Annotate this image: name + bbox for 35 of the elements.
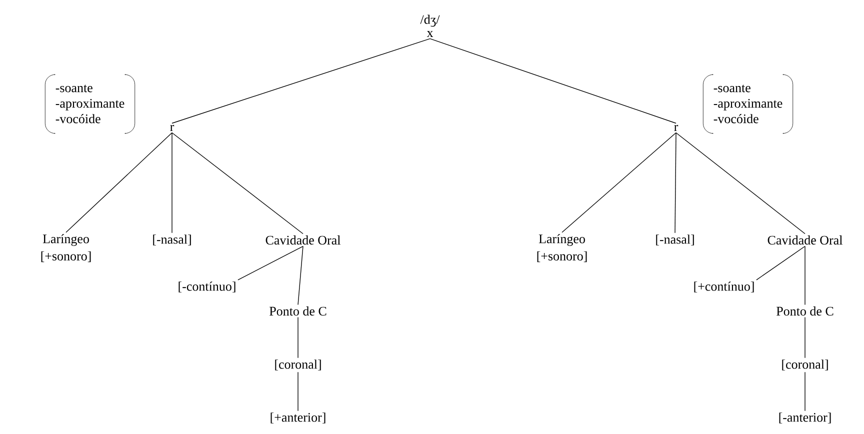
tree-node-label: r [674, 124, 678, 132]
tree-branch [804, 316, 806, 358]
phoneme-label: /dʒ/ [420, 14, 440, 27]
tree-branch [172, 38, 430, 124]
tree-branch [562, 132, 676, 233]
feature-label: [+sonoro] [537, 251, 587, 262]
tree-branch [804, 246, 806, 306]
tree-node-label: [-anterior] [779, 412, 831, 424]
tree-branch [430, 38, 676, 124]
tree-node-label: Laríngeo [42, 234, 89, 246]
tree-node-label: x [426, 31, 434, 37]
feature-matrix: -soante -aproximante -vocóide [44, 74, 136, 134]
tree-node-label: Cavidade Oral [266, 235, 340, 245]
tree-node-label: Ponto de C [776, 306, 834, 316]
tree-branch [676, 132, 806, 234]
tree-branch [172, 132, 304, 234]
tree-branch [66, 132, 172, 233]
feature-label: [+sonoro] [41, 251, 91, 262]
tree-branch [756, 246, 806, 280]
tree-node-label: Ponto de C [270, 306, 326, 316]
feature-matrix: -soante -aproximante -vocóide [702, 74, 794, 134]
tree-node-label: r [170, 124, 174, 132]
tree-branch [238, 246, 304, 280]
tree-branch [674, 132, 676, 234]
tree-node-label: [coronal] [275, 360, 321, 370]
tree-node-label: [-nasal] [656, 234, 694, 246]
tree-node-label: [-nasal] [153, 234, 191, 246]
tree-node-label: [+contínuo] [694, 282, 754, 292]
tree-branch [804, 372, 806, 412]
tree-branch [298, 246, 304, 306]
tree-node-label: [-contínuo] [178, 282, 236, 292]
tree-node-label: Laríngeo [538, 234, 585, 246]
tree-node-label: [coronal] [782, 360, 828, 370]
tree-node-label: Cavidade Oral [768, 235, 842, 245]
tree-node-label: [+anterior] [270, 412, 326, 424]
